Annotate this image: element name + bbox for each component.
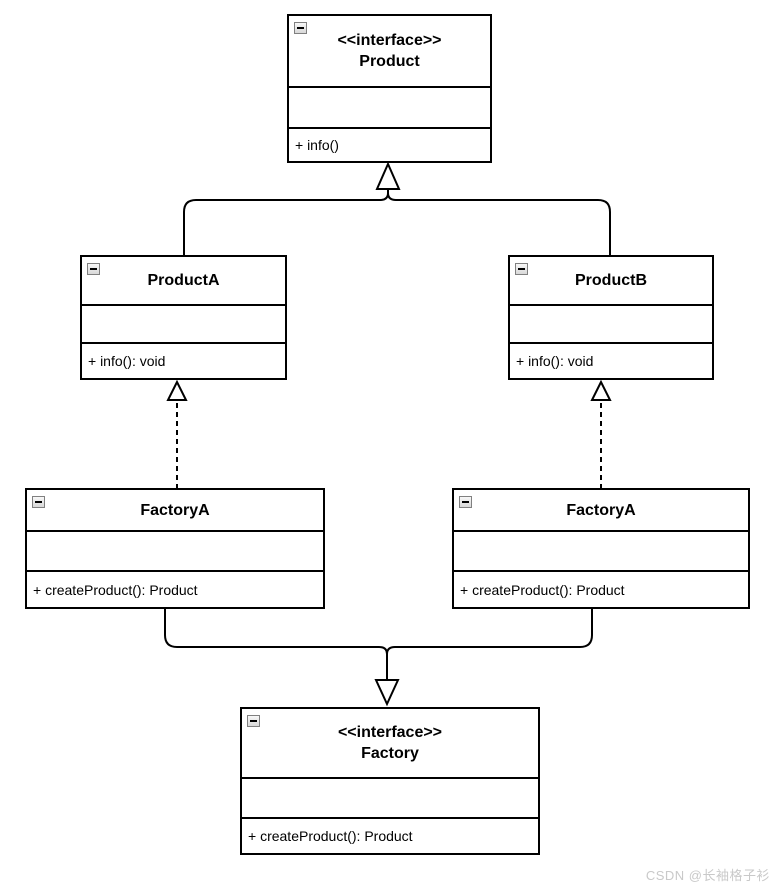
attributes-compartment	[510, 304, 712, 342]
attributes-compartment	[289, 86, 490, 127]
class-header: ProductA	[82, 257, 285, 304]
class-box-factory-interface: <<interface>> Factory + createProduct():…	[240, 707, 540, 855]
method-label: + info(): void	[516, 353, 594, 369]
dependency-edge-factorya-to-producta	[166, 379, 188, 489]
attributes-compartment	[454, 530, 748, 570]
method-label: + createProduct(): Product	[248, 828, 413, 844]
class-name: FactoryA	[566, 501, 636, 519]
methods-compartment: + createProduct(): Product	[27, 570, 323, 607]
class-name: Factory	[361, 745, 419, 762]
class-box-productb: ProductB + info(): void	[508, 255, 714, 380]
methods-compartment: + info()	[289, 127, 490, 161]
class-name: Product	[359, 53, 420, 70]
collapse-minus-icon[interactable]	[247, 715, 260, 727]
csdn-watermark: CSDN @长袖格子衫	[645, 868, 770, 883]
class-header: <<interface>> Factory	[242, 709, 538, 777]
class-name: ProductA	[147, 272, 220, 289]
class-header: <<interface>> Product	[289, 16, 490, 86]
collapse-minus-icon[interactable]	[32, 496, 45, 508]
attributes-compartment	[242, 777, 538, 817]
dependency-edge-factorya-to-productb	[590, 379, 612, 489]
class-box-producta: ProductA + info(): void	[80, 255, 287, 380]
hollow-triangle-arrowhead-producta	[166, 379, 188, 401]
methods-compartment: + createProduct(): Product	[242, 817, 538, 853]
method-label: + info(): void	[88, 353, 166, 369]
class-box-factorya-right: FactoryA + createProduct(): Product	[452, 488, 750, 609]
collapse-minus-icon[interactable]	[87, 263, 100, 275]
collapse-minus-icon[interactable]	[459, 496, 472, 508]
class-box-product-interface: <<interface>> Product + info()	[287, 14, 492, 163]
attributes-compartment	[27, 530, 323, 570]
attributes-compartment	[82, 304, 285, 342]
class-stereotype: <<interface>>	[337, 32, 442, 49]
generalization-edge-producta-to-product	[183, 189, 389, 255]
methods-compartment: + createProduct(): Product	[454, 570, 748, 607]
class-header: FactoryA	[454, 490, 748, 530]
hollow-triangle-arrowhead-factory	[374, 679, 400, 707]
class-name: FactoryA	[140, 501, 210, 519]
methods-compartment: + info(): void	[510, 342, 712, 378]
hollow-triangle-arrowhead-product	[375, 161, 401, 190]
hollow-triangle-arrowhead-productb	[590, 379, 612, 401]
method-label: + createProduct(): Product	[460, 581, 625, 598]
class-header: FactoryA	[27, 490, 323, 530]
realization-edge-factories-to-factory	[164, 609, 593, 707]
methods-compartment: + info(): void	[82, 342, 285, 378]
class-box-factorya-left: FactoryA + createProduct(): Product	[25, 488, 325, 609]
class-header: ProductB	[510, 257, 712, 304]
class-stereotype: <<interface>>	[337, 724, 443, 741]
class-name: ProductB	[575, 272, 647, 289]
generalization-edge-productb-to-product	[387, 189, 611, 255]
method-label: + createProduct(): Product	[33, 581, 198, 598]
collapse-minus-icon[interactable]	[294, 22, 307, 34]
method-label: + info()	[295, 137, 339, 153]
collapse-minus-icon[interactable]	[515, 263, 528, 275]
